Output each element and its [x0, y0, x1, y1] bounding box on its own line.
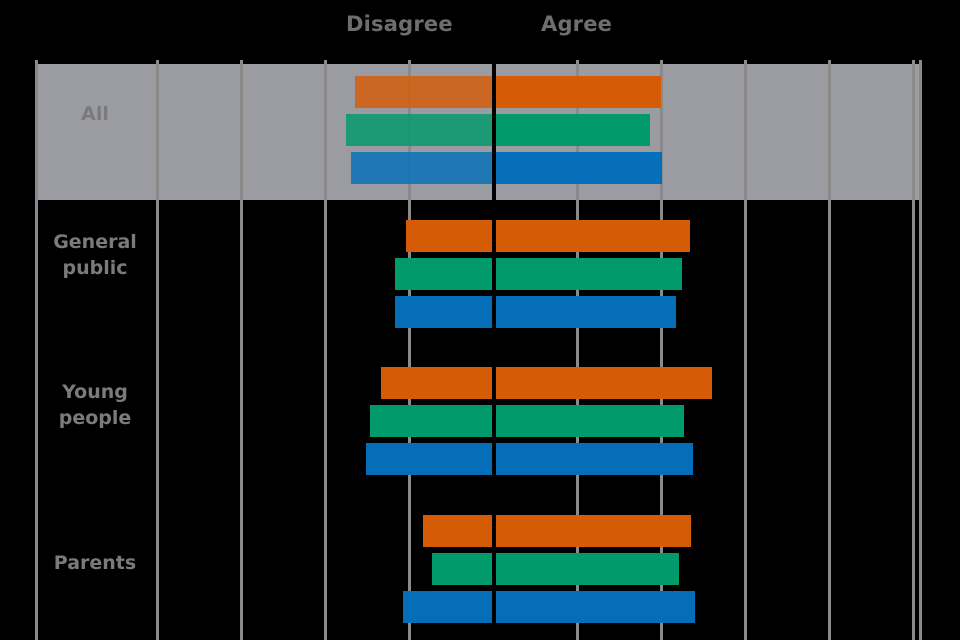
plot-edge-line	[35, 60, 38, 640]
gridline	[156, 60, 159, 640]
gridline	[576, 60, 579, 640]
gridline	[660, 60, 663, 640]
bar-segment-agree	[494, 258, 682, 290]
gridline	[324, 60, 327, 640]
bar-segment-agree	[494, 443, 693, 475]
category-label-line: Young	[62, 381, 128, 403]
category-label-1: All	[81, 103, 109, 125]
bar-segment-agree	[494, 114, 650, 146]
bar-segment-disagree	[370, 405, 494, 437]
category-label-line: General	[53, 231, 137, 253]
bar-segment-disagree	[346, 114, 494, 146]
gridline	[744, 60, 747, 640]
bar-segment-agree	[494, 296, 676, 328]
agree-header-label: Agree	[541, 12, 613, 36]
bar-segment-disagree	[381, 367, 494, 399]
gridline	[912, 60, 915, 640]
bar-segment-disagree	[366, 443, 494, 475]
bar-segment-disagree	[423, 515, 494, 547]
bar-segment-agree	[494, 76, 661, 108]
bar-segment-disagree	[432, 553, 494, 585]
category-label-4: Parents	[53, 552, 137, 574]
plot-edge-line	[919, 60, 922, 640]
bar-segment-agree	[494, 553, 679, 585]
bar-segment-disagree	[406, 220, 494, 252]
bar-segment-disagree	[351, 152, 494, 184]
category-label-2: General public	[20, 230, 170, 281]
disagree-header-label: Disagree	[346, 12, 453, 36]
bar-segment-agree	[494, 405, 684, 437]
bar-segment-disagree	[403, 591, 494, 623]
gridline	[828, 60, 831, 640]
bar-segment-agree	[494, 220, 690, 252]
bar-segment-disagree	[395, 296, 494, 328]
bar-segment-disagree	[395, 258, 494, 290]
category-label-3: Young people	[20, 380, 170, 431]
gridline	[408, 60, 411, 640]
category-label-line: people	[58, 406, 132, 429]
bar-segment-disagree	[355, 76, 494, 108]
center-axis-line	[492, 60, 496, 640]
bar-segment-agree	[494, 152, 662, 184]
bar-segment-agree	[494, 591, 695, 623]
gridline	[240, 60, 243, 640]
bar-segment-agree	[494, 515, 691, 547]
category-label-line: public	[62, 256, 128, 279]
bar-segment-agree	[494, 367, 712, 399]
